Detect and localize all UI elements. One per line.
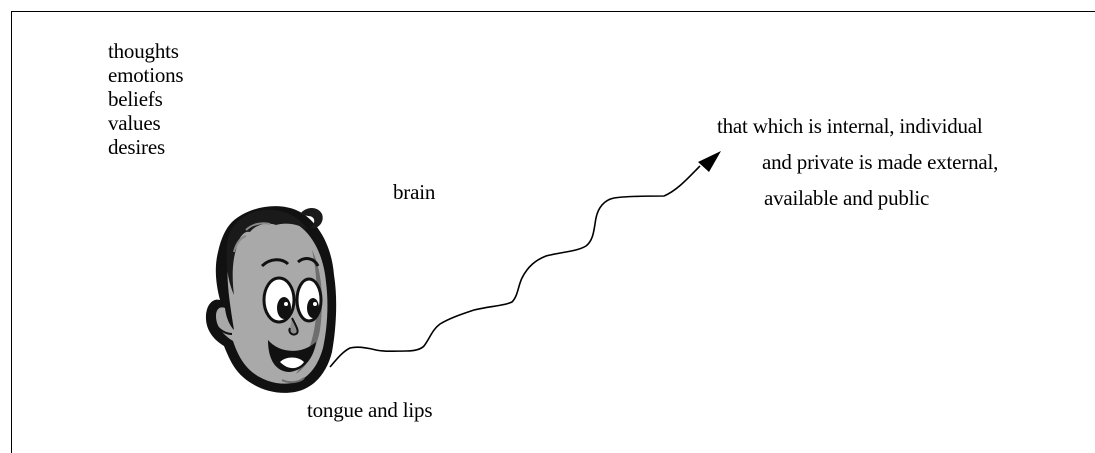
staircase-path (330, 166, 700, 367)
left-pupil-glint (284, 302, 288, 306)
right-pupil (307, 298, 319, 318)
cartoon-head-icon (206, 206, 336, 393)
right-pupil-glint (313, 302, 317, 306)
left-pupil (277, 297, 291, 319)
arrow-head-icon (698, 151, 721, 172)
